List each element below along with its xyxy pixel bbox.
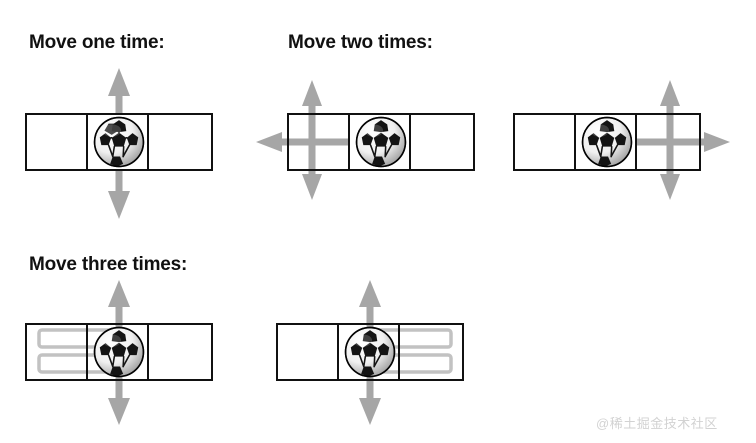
grid-cell-right bbox=[637, 115, 698, 169]
grid-cell-middle bbox=[88, 325, 149, 379]
cell-grid-two-times-b bbox=[513, 113, 701, 171]
grid-cell-left bbox=[27, 325, 88, 379]
grid-cell-middle bbox=[88, 115, 149, 169]
grid-cell-left bbox=[515, 115, 576, 169]
arrow-up-head bbox=[302, 80, 322, 106]
arrow-down-head bbox=[660, 174, 680, 200]
grid-cell-left bbox=[289, 115, 350, 169]
cell-grid-three-times-a bbox=[25, 323, 213, 381]
grid-cell-right bbox=[411, 115, 472, 169]
grid-cell-left bbox=[27, 115, 88, 169]
heading-move-three-times: Move three times: bbox=[29, 254, 188, 275]
arrow-down-head bbox=[108, 191, 130, 219]
arrow-right-head bbox=[704, 132, 730, 152]
grid-cell-middle bbox=[350, 115, 411, 169]
arrow-down-head bbox=[108, 398, 130, 425]
heading-move-one-time: Move one time: bbox=[29, 32, 165, 53]
arrow-up-head bbox=[108, 280, 130, 307]
cell-grid-three-times-b bbox=[276, 323, 464, 381]
watermark: @稀土掘金技术社区 bbox=[596, 416, 718, 431]
grid-cell-middle bbox=[339, 325, 400, 379]
arrow-up-head bbox=[359, 280, 381, 307]
arrow-up-head bbox=[108, 68, 130, 96]
grid-cell-middle bbox=[576, 115, 637, 169]
arrow-down-head bbox=[302, 174, 322, 200]
cell-grid-two-times-a bbox=[287, 113, 475, 171]
grid-cell-left bbox=[278, 325, 339, 379]
heading-move-two-times: Move two times: bbox=[288, 32, 433, 53]
grid-cell-right bbox=[149, 325, 210, 379]
grid-cell-right bbox=[149, 115, 210, 169]
grid-cell-right bbox=[400, 325, 461, 379]
arrow-up-head bbox=[660, 80, 680, 106]
cell-grid-one-time-a bbox=[25, 113, 213, 171]
arrow-down-head bbox=[359, 398, 381, 425]
arrow-left-head bbox=[256, 132, 282, 152]
